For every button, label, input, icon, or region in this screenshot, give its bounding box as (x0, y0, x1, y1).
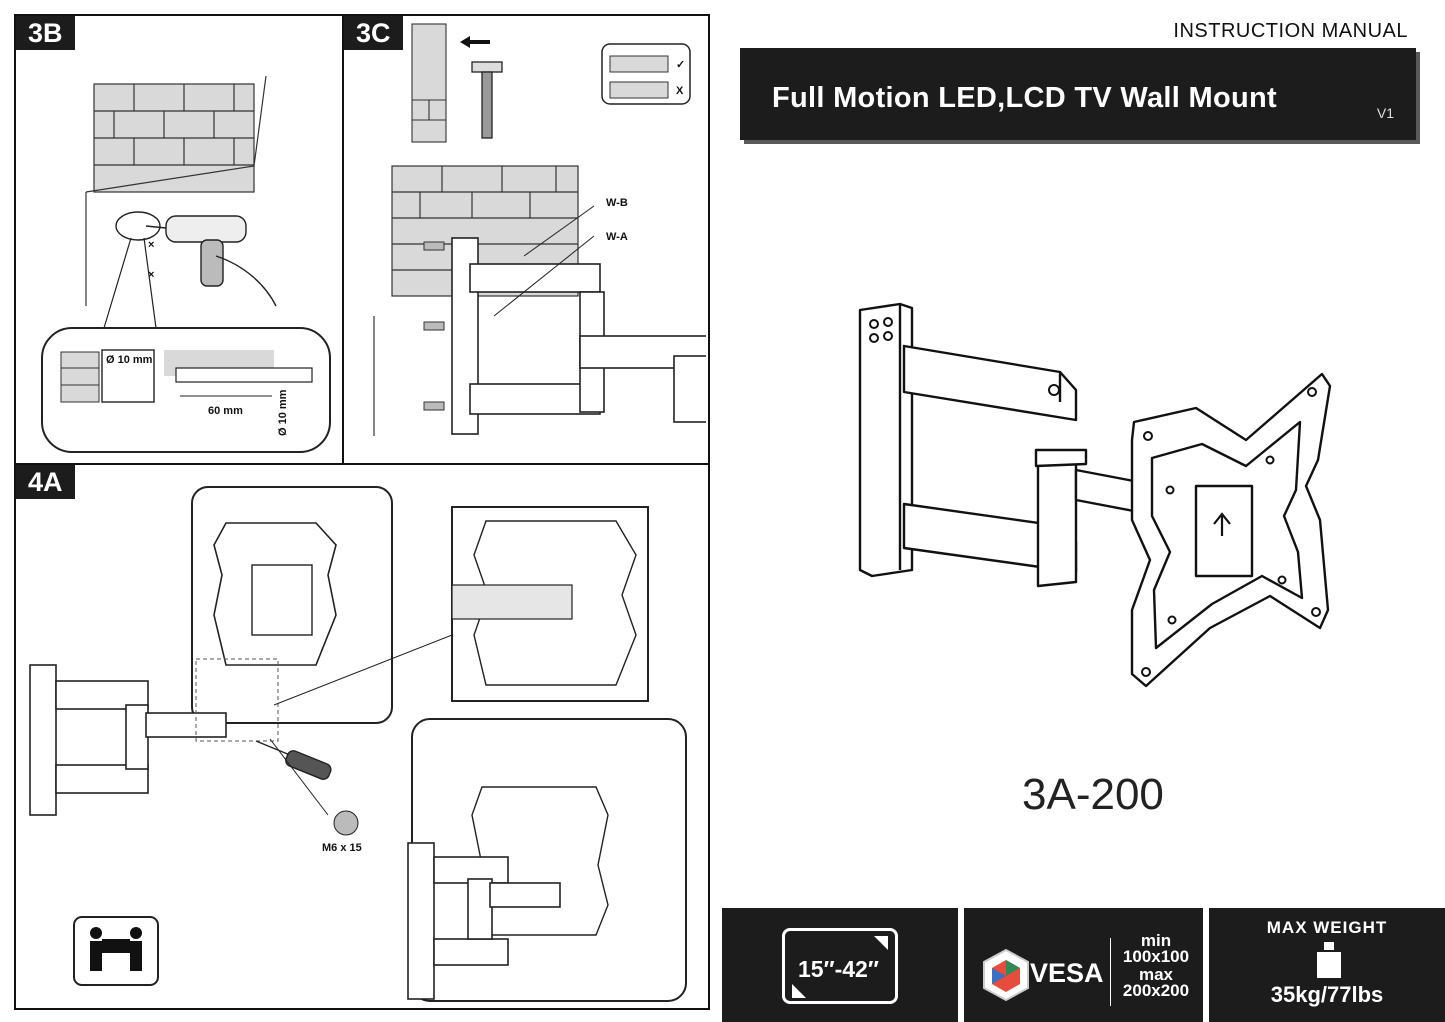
max-weight-label: MAX WEIGHT (1266, 918, 1388, 937)
step-3b-tag: 3B (16, 16, 75, 50)
screen-size-value: 15″-42″ (798, 956, 879, 982)
drill-icon (115, 211, 277, 307)
vesa-divider (1110, 938, 1111, 1006)
step-4a-illustration: M6 x 15 (29, 486, 687, 1002)
title-bar: Full Motion LED,LCD TV Wall Mount V1 (740, 48, 1416, 140)
step-4a-tag: 4A (16, 465, 75, 499)
svg-text:×: × (148, 269, 154, 281)
wall-swatch-icon (60, 351, 100, 403)
up-arrow-icon (1213, 512, 1231, 536)
svg-text:M6 x 15: M6 x 15 (322, 842, 362, 854)
step-4a-panel: M6 x 15 4A (16, 465, 708, 1008)
hammer-icon (471, 61, 503, 139)
callout-w-b: W-B (606, 197, 628, 209)
screen-size-icon (782, 928, 898, 1004)
screen-size-spec: 15″-42″ (722, 908, 958, 1022)
svg-text:×: × (148, 239, 154, 251)
svg-text:Ø 10 mm: Ø 10 mm (277, 389, 289, 436)
instruction-steps-frame: × × Ø 10 mm 60 mm Ø 10 mm 3B (14, 14, 710, 1010)
vesa-max-label: max (1138, 965, 1174, 984)
drill-bit-depth-icon (175, 367, 313, 383)
drill-bit-icon (101, 349, 155, 403)
vesa-spec: VESA min 100x100 max 200x200 (964, 908, 1203, 1022)
step-3c-panel: ✓ X W-B W-A (344, 16, 708, 465)
instruction-manual-label: INSTRUCTION MANUAL (1173, 20, 1408, 42)
version-label: V1 (1376, 105, 1394, 121)
max-weight-value: 35kg/77lbs (1270, 982, 1384, 1007)
svg-text:Ø 10 mm: Ø 10 mm (106, 354, 153, 366)
product-title: Full Motion LED,LCD TV Wall Mount (772, 82, 1277, 114)
weight-icon (1317, 942, 1341, 978)
callout-w-a: W-A (606, 231, 628, 243)
cross-mark-icon: X (676, 85, 684, 97)
wall-mount-product-illustration (858, 302, 1332, 688)
step-3c-tag: 3C (344, 16, 403, 50)
step-3b-panel: × × Ø 10 mm 60 mm Ø 10 mm 3B (16, 16, 344, 465)
vesa-label: VESA (1030, 958, 1104, 988)
vesa-certified-icon (983, 948, 1029, 1002)
screwdriver-icon (255, 740, 332, 780)
screw-icon (333, 810, 359, 836)
check-mark-icon: ✓ (676, 59, 685, 71)
max-weight-spec: MAX WEIGHT 35kg/77lbs (1209, 908, 1445, 1022)
brick-wall (93, 83, 255, 193)
svg-text:60 mm: 60 mm (208, 405, 243, 417)
step-3c-illustration: ✓ X W-B W-A (373, 23, 706, 436)
vesa-max-value: 200x200 (1122, 981, 1190, 1000)
model-number: 3A-200 (1022, 770, 1164, 819)
screen-diagonal-arrows-icon (792, 936, 888, 998)
wall-anchor-icon (423, 241, 445, 411)
vesa-min-label: min (1140, 931, 1172, 950)
step-3b-illustration: × × Ø 10 mm 60 mm Ø 10 mm (41, 75, 331, 453)
vesa-min-value: 100x100 (1122, 947, 1190, 966)
